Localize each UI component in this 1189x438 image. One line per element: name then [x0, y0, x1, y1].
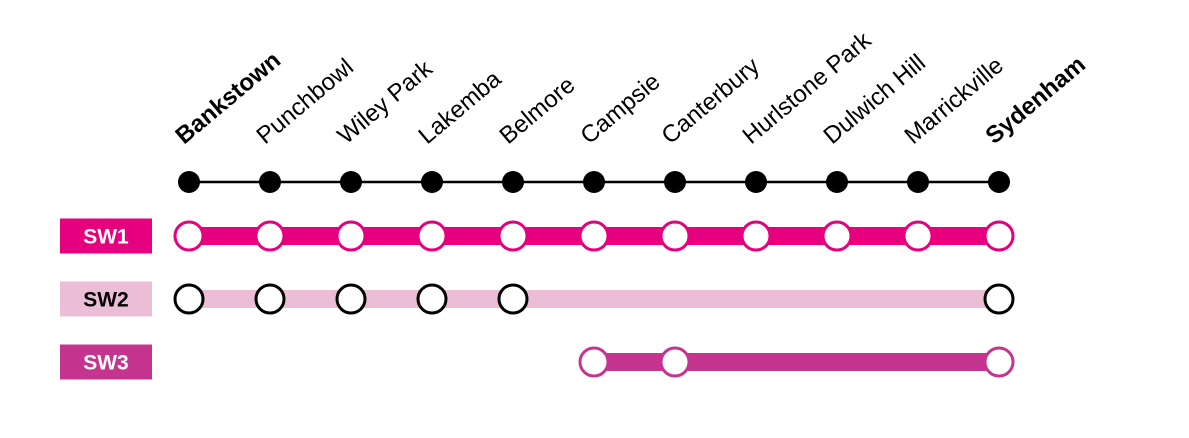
station-dot: [502, 171, 524, 193]
stop-marker: [173, 283, 205, 315]
stop-marker: [983, 346, 1015, 378]
route-badge-label: SW1: [83, 226, 129, 249]
station-dot: [340, 171, 362, 193]
route-badge: [60, 281, 152, 317]
stop-marker: [659, 346, 691, 378]
stop-marker: [578, 220, 610, 252]
stop-marker: [497, 283, 529, 315]
stop-marker: [416, 283, 448, 315]
stop-marker: [254, 283, 286, 315]
station-dot: [826, 171, 848, 193]
station-dot: [259, 171, 281, 193]
route-badge: [60, 344, 152, 380]
stop-marker: [983, 283, 1015, 315]
stop-marker: [983, 220, 1015, 252]
route-badge-label: SW2: [83, 289, 129, 312]
station-dot: [178, 171, 200, 193]
stop-marker: [254, 220, 286, 252]
stop-marker: [497, 220, 529, 252]
station-dot: [421, 171, 443, 193]
station-label: Campsie: [576, 68, 666, 150]
stop-marker: [416, 220, 448, 252]
stop-marker: [335, 220, 367, 252]
stop-marker: [659, 220, 691, 252]
main-track: [178, 171, 1010, 193]
stop-marker: [335, 283, 367, 315]
stop-marker: [578, 346, 610, 378]
station-label: Belmore: [495, 71, 581, 149]
station-dot: [907, 171, 929, 193]
stop-marker: [902, 220, 934, 252]
route-sw3: SW3: [60, 344, 1015, 380]
stop-marker: [740, 220, 772, 252]
route-badge: [60, 218, 152, 254]
station-dot: [583, 171, 605, 193]
station-dot: [664, 171, 686, 193]
route-sw1: SW1: [60, 218, 1015, 254]
station-dot: [745, 171, 767, 193]
stop-marker: [173, 220, 205, 252]
stop-marker: [821, 220, 853, 252]
station-dot: [988, 171, 1010, 193]
route-badge-label: SW3: [83, 352, 129, 375]
route-sw2: SW2: [60, 281, 1015, 317]
